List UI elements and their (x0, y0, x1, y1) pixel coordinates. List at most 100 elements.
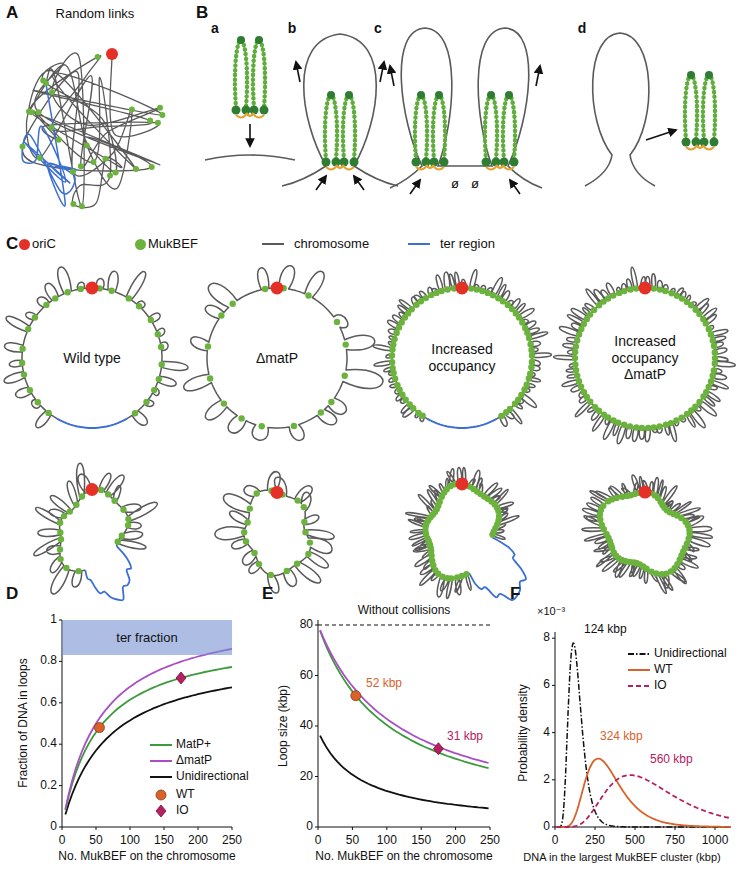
mukbef-dot (221, 400, 227, 406)
hinge (687, 71, 695, 79)
mukbef-dot (262, 286, 268, 292)
mukbef-dot (633, 285, 639, 291)
coiled-coil-arm (485, 95, 497, 160)
mukbef-dot (205, 343, 211, 349)
chromosome-ring: ΔmatP (222, 318, 332, 398)
mukbef-dot (159, 361, 165, 367)
mukbef-dot (67, 508, 73, 514)
mukbef-dot (696, 311, 702, 317)
tick-label: 0.8 (40, 654, 57, 668)
mukbef-dot (70, 201, 76, 207)
io-marker (156, 805, 166, 817)
mukbef-dot (230, 301, 236, 307)
mukbef-dot (84, 143, 90, 149)
hinge (237, 36, 245, 44)
legend-text: Unidirectional (176, 770, 249, 784)
tick-mark (130, 827, 131, 830)
tick-label: 150 (411, 834, 431, 848)
node-text: Increased occupancy ΔmatP (595, 333, 695, 383)
mukbef-dot (645, 425, 651, 431)
mukbef-dot (708, 331, 714, 337)
mukbef-dot (334, 319, 340, 325)
mukbef-dot (45, 410, 51, 416)
mukbef-dot (149, 164, 155, 170)
io-marker (433, 743, 443, 755)
kleisin (434, 167, 444, 170)
value-label: 52 kbp (366, 677, 402, 691)
panel-letter: F (510, 584, 520, 604)
coiled-coil-beads (703, 75, 715, 140)
mukbef-dot (490, 292, 496, 298)
atpase-head (232, 106, 241, 115)
wt-curve (557, 759, 731, 827)
tick-label: 40 (300, 719, 313, 733)
mukbef-dot (710, 337, 716, 343)
axis-title: No. MukBEF on the chromosome (315, 850, 492, 864)
tick-label: 200 (446, 834, 466, 848)
ter-region-tangle (22, 83, 76, 206)
atpase-head (440, 158, 449, 167)
tick-label: 8 (543, 631, 550, 645)
mukbef-dot (512, 401, 518, 407)
tick-label: 0 (552, 834, 559, 848)
mukbef-dot (57, 556, 63, 562)
legend-text: IO (654, 679, 667, 693)
coiled-coil-beads (415, 95, 427, 160)
mukbef-dot (526, 375, 532, 381)
mukbef-dot (70, 169, 76, 175)
chromosome-path (184, 266, 383, 441)
legend-text: ΔmatP (176, 754, 212, 768)
axis-title: DNA in the largest MukBEF cluster (kbp) (523, 851, 720, 864)
legend-text: MatP+ (176, 738, 211, 752)
tick-mark (232, 827, 233, 830)
mukbef-dot (574, 372, 580, 378)
delta-matp-curve (320, 630, 489, 763)
mukbef-dot (708, 378, 714, 384)
tick-mark (315, 776, 318, 777)
mukbef-dot (37, 155, 43, 161)
axis-title: Probability density (517, 684, 531, 781)
mukbef-dot (572, 349, 578, 355)
mukbef-dot (119, 533, 125, 539)
mukbef-dot (305, 551, 311, 557)
subpanel-letter: c (374, 20, 382, 36)
mukbef-dot (136, 303, 142, 309)
mukbef-dot (651, 285, 657, 291)
mukbef-dot (392, 376, 398, 382)
tick-label: 750 (665, 834, 685, 848)
mukbef-dot (73, 502, 79, 508)
coiled-coil-beads (485, 95, 497, 160)
mukbef-dot (25, 326, 31, 332)
kleisin (416, 167, 426, 170)
axis-title: Fraction of DNA in loops (17, 658, 31, 787)
legend-line-sample (150, 760, 172, 762)
motion-arrow (380, 62, 384, 82)
panel-letter: E (262, 584, 273, 604)
tick-label: 20 (300, 770, 313, 784)
mukbef-dot (57, 546, 63, 552)
tick-label: 50 (89, 834, 102, 848)
chromosome-path (554, 267, 736, 443)
mukbef-dot (342, 373, 348, 379)
matp-plus-curve (320, 631, 489, 768)
tick-mark (96, 827, 97, 830)
mukbef-dot (147, 118, 153, 124)
tick-label: 250 (222, 834, 242, 848)
panel-letter: D (6, 584, 18, 604)
coiled-coil-beads (235, 40, 247, 108)
atpase-head (682, 138, 691, 147)
kleisin (254, 115, 264, 118)
axis-title: Loop size (kbp) (277, 685, 291, 767)
atpase-head (412, 158, 421, 167)
mukbef-dot (43, 302, 49, 308)
mukbef-dot (291, 423, 297, 429)
tick-label: 50 (346, 834, 359, 848)
mukbef-dot (143, 399, 149, 405)
mukbef-dot (105, 491, 111, 497)
atpase-head (510, 158, 519, 167)
mukbef-dot (610, 292, 616, 298)
mukbef-dot (696, 399, 702, 405)
hinge (255, 36, 263, 44)
mukbef-dot (19, 346, 25, 352)
mukbef-dot (663, 422, 669, 428)
